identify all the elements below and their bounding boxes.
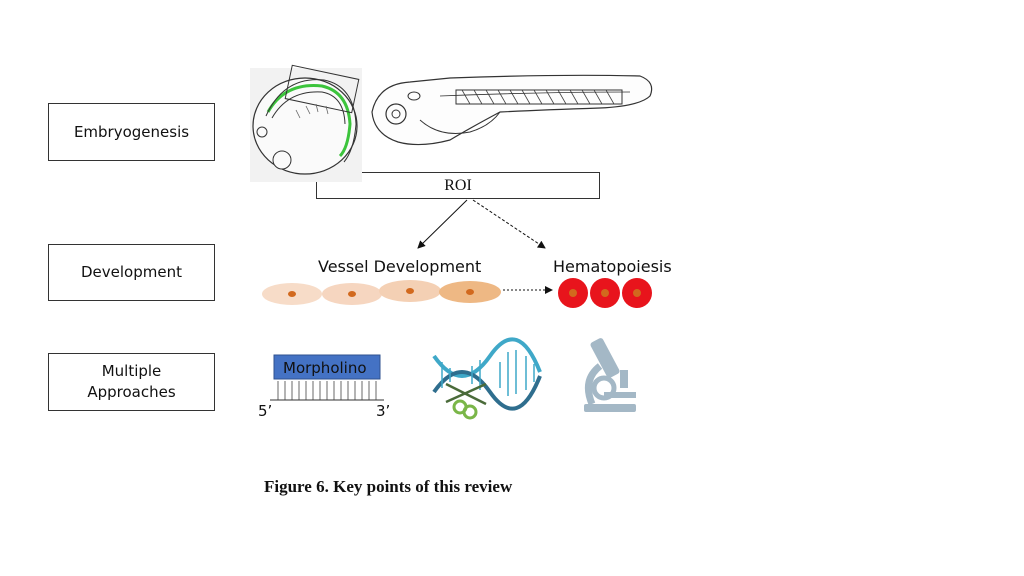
- development-label: Development: [81, 263, 182, 281]
- figure-caption: Figure 6. Key points of this review: [264, 477, 513, 496]
- hematopoiesis-label: Hematopoiesis: [553, 257, 672, 276]
- five-prime-end-label: 5’: [258, 402, 273, 420]
- approaches-label-line1: Multiple: [101, 362, 162, 380]
- zebrafish-larva-icon: [371, 74, 653, 146]
- morpholino-bar: [273, 354, 381, 380]
- morpholino-diagram: [270, 354, 384, 401]
- roi-label: ROI: [444, 177, 472, 194]
- roi-box: ROI: [316, 172, 600, 199]
- embryogenesis-box: Embryogenesis: [48, 103, 215, 161]
- endothelial-cells: [262, 280, 501, 305]
- approaches-label-line2: Approaches: [87, 383, 176, 401]
- dna-scissors-icon: [432, 337, 542, 420]
- zebrafish-embryo-icon: [250, 64, 362, 182]
- microscope-icon: [584, 338, 636, 412]
- red-blood-cells: [558, 278, 652, 308]
- arrow-to-vessel: [417, 199, 468, 249]
- three-prime-end-label: 3’: [376, 402, 391, 420]
- embryogenesis-label: Embryogenesis: [73, 122, 190, 141]
- arrow-to-hematopoiesis: [472, 199, 546, 249]
- multiple-approaches-box: Multiple Approaches: [48, 353, 215, 411]
- morpholino-label: Morpholino: [283, 359, 367, 377]
- development-box: Development: [48, 244, 215, 301]
- vessel-development-label: Vessel Development: [318, 257, 482, 276]
